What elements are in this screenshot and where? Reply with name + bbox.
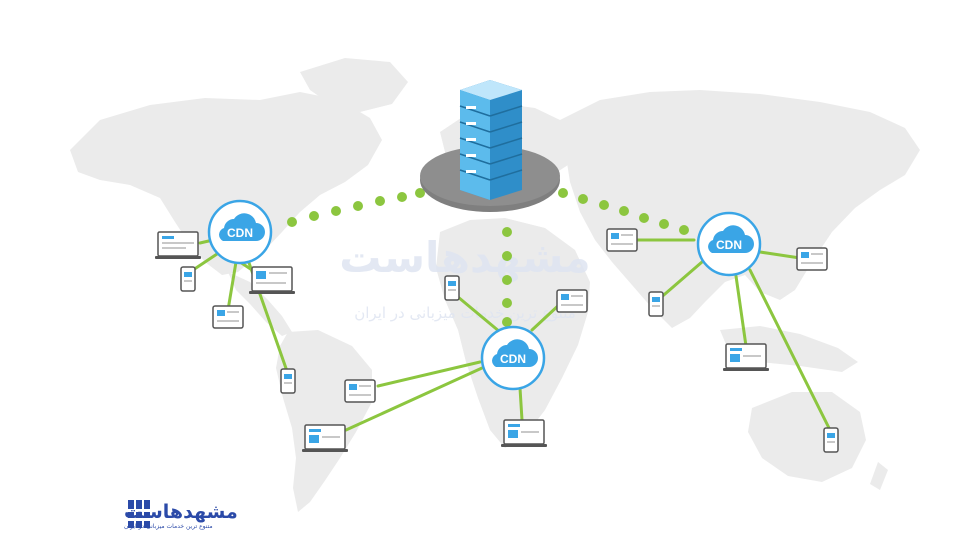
server-rack-icon	[459, 80, 523, 200]
tablet-icon	[344, 379, 376, 403]
watermark-title: مشهدهاست	[339, 233, 590, 283]
cdn-label: CDN	[227, 226, 253, 240]
laptop-icon	[155, 231, 201, 259]
cdn-label: CDN	[500, 352, 526, 366]
laptop-icon	[249, 266, 295, 294]
tablet-icon	[212, 305, 244, 329]
client-devices	[155, 228, 839, 453]
phone-icon	[280, 368, 296, 394]
cdn-node-africa: CDN	[480, 325, 546, 391]
tablet-icon	[556, 289, 588, 313]
phone-icon	[180, 266, 196, 292]
phone-icon	[823, 427, 839, 453]
backbone-link-asia	[558, 188, 689, 235]
logo-title: مشهدهاست	[124, 501, 238, 523]
logo-tagline: متنوع ترین خدمات میزبانی در ایران	[124, 523, 213, 530]
laptop-icon	[501, 419, 547, 447]
continent-asia	[560, 90, 920, 328]
watermark: مشهدهاست متنوع ترین خدمات میزبانی در ایر…	[339, 233, 590, 322]
backbone-link-africa	[502, 227, 512, 327]
continent-north-america	[70, 92, 382, 275]
laptop-icon	[723, 343, 769, 371]
phone-icon	[648, 291, 664, 317]
continent-greenland	[300, 58, 408, 112]
backbone-link-americas	[287, 188, 425, 227]
tablet-icon	[606, 228, 638, 252]
continent-central-america	[228, 272, 292, 336]
cdn-node-asia: CDN	[696, 211, 762, 277]
tablet-icon	[796, 247, 828, 271]
mashhadhost-logo-icon	[128, 500, 150, 528]
origin-server	[420, 80, 560, 212]
continent-new-zealand	[870, 462, 888, 490]
brand-logo: مشهدهاست متنوع ترین خدمات میزبانی در ایر…	[124, 500, 238, 530]
laptop-icon	[302, 424, 348, 452]
backbone-links	[287, 188, 689, 327]
cdn-node-americas: CDN	[207, 199, 273, 265]
continent-south-america	[276, 330, 372, 512]
watermark-tagline: متنوع ترین خدمات میزبانی در ایران	[354, 304, 576, 322]
cdn-label: CDN	[716, 238, 742, 252]
continent-australia	[748, 392, 866, 482]
phone-icon	[444, 275, 460, 301]
